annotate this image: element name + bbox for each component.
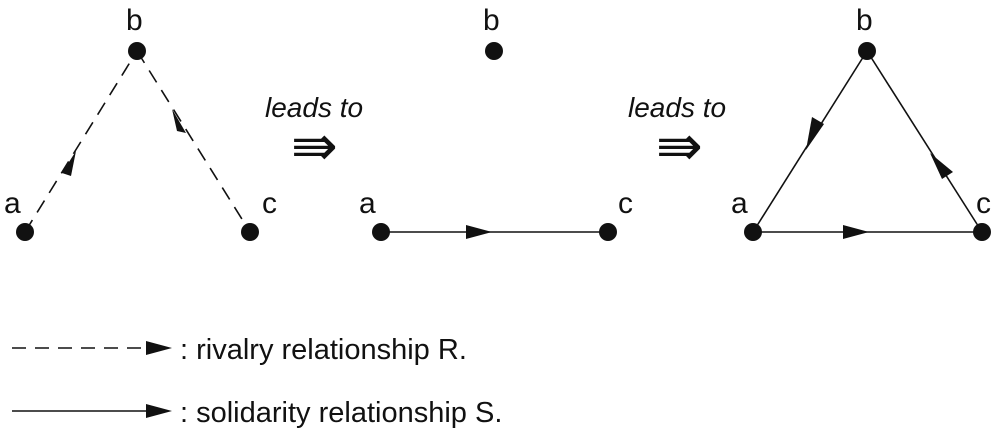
legend-rivalry: : rivalry relationship R. — [12, 334, 467, 366]
panel-3-node-a — [744, 223, 762, 241]
panel-1-node-c — [241, 223, 259, 241]
panel-3-label-a: a — [731, 187, 748, 220]
panel-2-arrow-a-c — [466, 225, 492, 239]
panel-1-label-a: a — [4, 187, 21, 220]
panel-3-label-c: c — [976, 187, 991, 220]
panel-3-label-b: b — [856, 4, 873, 37]
panel-2-node-a — [372, 223, 390, 241]
panel-2: a b c — [359, 4, 633, 241]
legend-solidarity-arrowhead — [146, 404, 172, 418]
transition-1: leads to ⇛ — [265, 92, 363, 179]
panel-2-node-b — [485, 42, 503, 60]
panel-1-edge-b-c — [136, 50, 251, 233]
legend-rivalry-text: : rivalry relationship R. — [180, 334, 467, 366]
panel-3-node-c — [973, 223, 991, 241]
panel-2-label-a: a — [359, 187, 376, 220]
legend-solidarity: : solidarity relationship S. — [12, 397, 502, 429]
transition-2-symbol: ⇛ — [656, 114, 703, 179]
legend-rivalry-arrowhead — [146, 341, 172, 355]
panel-3-arrow-c-b — [930, 153, 953, 179]
transition-2-label: leads to — [628, 92, 726, 123]
panel-2-node-c — [599, 223, 617, 241]
panel-3-arrow-b-a — [806, 117, 824, 150]
panel-3-arrow-a-c — [843, 225, 869, 239]
panel-1-label-b: b — [126, 4, 143, 37]
panel-1-node-b — [128, 42, 146, 60]
legend: : rivalry relationship R. : solidarity r… — [12, 334, 502, 429]
panel-2-label-c: c — [618, 187, 633, 220]
panel-1-arrow-a-b — [62, 151, 76, 176]
legend-solidarity-text: : solidarity relationship S. — [180, 397, 502, 429]
panel-1-edge-a-b — [24, 50, 138, 233]
transition-2: leads to ⇛ — [628, 92, 726, 179]
transition-1-label: leads to — [265, 92, 363, 123]
panel-3-edge-c-b — [866, 50, 983, 233]
panel-1-label-c: c — [262, 187, 277, 220]
transition-1-symbol: ⇛ — [291, 114, 338, 179]
panel-2-label-b: b — [483, 4, 500, 37]
panel-1-node-a — [16, 223, 34, 241]
panel-1-arrow-b-c — [172, 109, 186, 133]
panel-3-node-b — [858, 42, 876, 60]
panel-3: a b c — [731, 4, 991, 241]
panel-1: a b c — [4, 4, 277, 241]
